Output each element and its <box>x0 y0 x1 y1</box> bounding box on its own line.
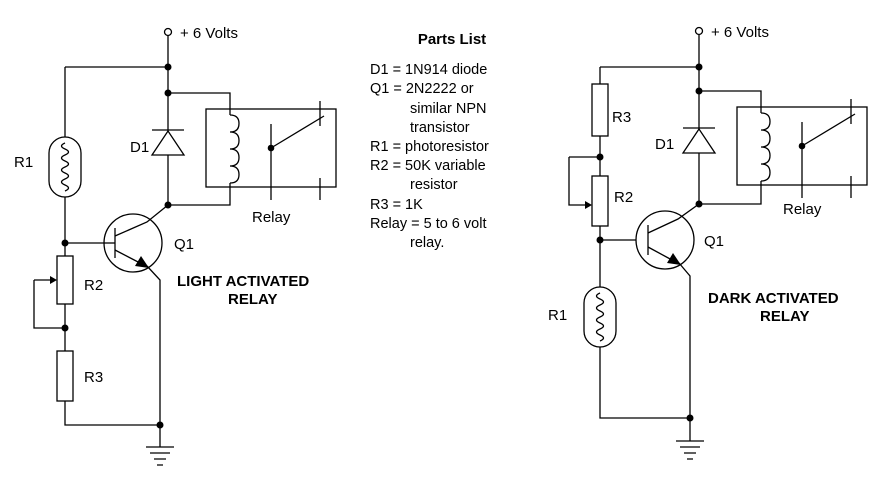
left-top-rail <box>64 36 169 137</box>
right-supply-label: + 6 Volts <box>711 24 769 41</box>
parts-list-line: Q1 = 2N2222 or <box>370 81 474 98</box>
right-r3-resistor <box>591 83 609 137</box>
right-r2-resistor <box>591 175 609 227</box>
left-bottom-wire <box>64 401 160 426</box>
right-q1-label: Q1 <box>704 233 724 250</box>
right-r2-wiper-arrow <box>585 201 592 209</box>
parts-list-line: R3 = 1K <box>370 196 423 213</box>
left-title-line1: LIGHT ACTIVATED <box>177 273 309 290</box>
right-title-line2: RELAY <box>760 308 809 325</box>
left-r3-resistor <box>56 350 74 402</box>
left-d1-diode <box>150 129 186 156</box>
right-r2-bypass <box>568 156 600 206</box>
left-r2-label: R2 <box>84 277 103 294</box>
left-ground-symbol <box>146 425 174 466</box>
right-r2-label: R2 <box>614 189 633 206</box>
right-bottom-wire <box>599 347 690 419</box>
right-relay-switch-arm <box>801 113 856 147</box>
left-circuit: + 6 Volts R1 R2 R3 <box>14 25 337 466</box>
right-r3-label: R3 <box>612 109 631 126</box>
right-supply-terminal <box>694 26 704 36</box>
parts-list: Parts List D1 = 1N914 diode Q1 = 2N2222 … <box>362 30 542 253</box>
parts-list-line: transistor <box>410 119 470 136</box>
right-d1-label: D1 <box>655 136 674 153</box>
left-r1-photoresistor <box>48 136 82 198</box>
left-r2-resistor <box>56 255 74 305</box>
right-relay-coil-top-wire <box>699 90 762 113</box>
left-relay-switch-arm <box>270 115 325 149</box>
right-relay-coil-bottom-wire <box>699 181 762 205</box>
left-relay-coil-bottom-wire <box>168 183 231 206</box>
left-relay-label: Relay <box>252 209 291 226</box>
right-relay-label: Relay <box>783 201 822 218</box>
left-r2-wiper-arrow <box>50 276 57 284</box>
parts-list-line: R2 = 50K variable <box>370 158 486 175</box>
right-d1-diode <box>681 127 717 154</box>
right-top-rail <box>599 35 700 84</box>
right-circuit: + 6 Volts R3 R2 R1 <box>548 24 868 460</box>
parts-list-line: Relay = 5 to 6 volt <box>370 215 487 232</box>
parts-list-line: R1 = photoresistor <box>370 139 489 156</box>
left-r3-label: R3 <box>84 369 103 386</box>
left-r1-label: R1 <box>14 154 33 171</box>
parts-list-line: resistor <box>410 177 458 194</box>
parts-list-line: D1 = 1N914 diode <box>370 62 488 79</box>
left-supply-label: + 6 Volts <box>180 25 238 42</box>
right-title-line1: DARK ACTIVATED <box>708 290 839 307</box>
right-r1-photoresistor <box>583 286 617 348</box>
left-relay-coil-top-wire <box>168 92 231 115</box>
right-q1-transistor <box>635 203 700 418</box>
right-r1-label: R1 <box>548 307 567 324</box>
left-d1-label: D1 <box>130 139 149 156</box>
left-r2-bypass <box>33 280 65 329</box>
left-q1-transistor <box>103 204 169 425</box>
right-relay-coil <box>760 112 771 182</box>
right-ground-symbol <box>676 418 704 460</box>
left-q1-label: Q1 <box>174 236 194 253</box>
parts-list-title: Parts List <box>417 31 487 48</box>
parts-list-line: similar NPN <box>410 100 487 117</box>
left-relay-coil <box>229 114 240 184</box>
left-title-line2: RELAY <box>228 291 277 308</box>
left-supply-terminal <box>163 27 173 37</box>
parts-list-line: relay. <box>410 235 445 252</box>
